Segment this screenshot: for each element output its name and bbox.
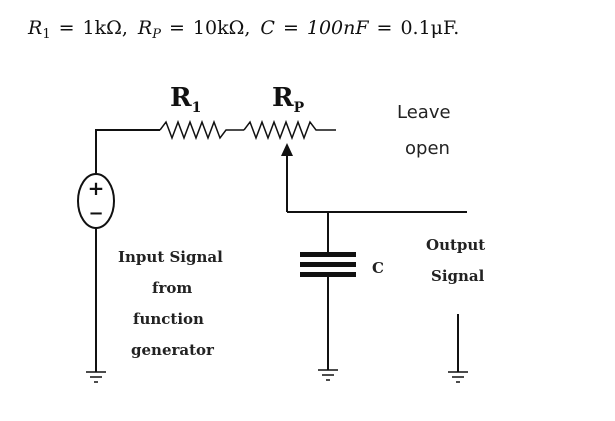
resistor-r1 (159, 119, 244, 141)
wire-source-top (95, 129, 160, 174)
capacitor-plate-bottom (300, 262, 356, 267)
svg-text:R1=1kΩ,RP=10kΩ,C=100nF=0.1μF.: R1=1kΩ,RP=10kΩ,C=100nF=0.1μF. (27, 17, 459, 42)
equals-sign-2: = (169, 17, 185, 39)
rp-value: 10kΩ, (193, 17, 250, 39)
input-signal-line-2: from (152, 279, 192, 297)
ac-source: + − (77, 173, 115, 229)
input-signal-line-4: generator (131, 341, 215, 359)
leave-open-line-2: open (405, 138, 450, 159)
ground-icon (318, 369, 338, 381)
rp-label: RP (272, 83, 305, 116)
output-signal-line-2: Signal (431, 267, 485, 285)
r1-value: 1kΩ, (83, 17, 128, 39)
equals-sign-1: = (59, 17, 75, 39)
capacitor-label: C (372, 259, 384, 277)
equals-sign-4: = (377, 17, 393, 39)
wiper-arrow-icon (281, 143, 293, 156)
c-value-alt: 0.1μF. (400, 17, 459, 39)
c-symbol: C (260, 17, 275, 39)
capacitor-plate-extra (300, 272, 356, 277)
input-signal-line-3: function (133, 310, 204, 328)
capacitor-plate-top (300, 252, 356, 257)
rp-symbol: R (137, 17, 152, 39)
leave-open-line-1: Leave (397, 102, 451, 123)
component-values-equation: R1=1kΩ,RP=10kΩ,C=100nF=0.1μF. (27, 17, 459, 42)
equals-sign-3: = (283, 17, 299, 39)
source-circle (77, 173, 115, 229)
r1-symbol: R (27, 17, 42, 39)
output-signal-line-1: Output (426, 236, 485, 254)
source-minus: − (88, 203, 103, 224)
r1-label: R1 (170, 83, 201, 116)
c-value: 100nF (307, 17, 370, 39)
ground-icon (448, 371, 468, 383)
rp-subscript: P (151, 27, 161, 42)
potentiometer-rp (243, 119, 336, 141)
r1-subscript: 1 (42, 27, 50, 42)
input-signal-line-1: Input Signal (118, 248, 223, 266)
source-plus: + (88, 176, 105, 200)
ground-icon (86, 371, 106, 383)
